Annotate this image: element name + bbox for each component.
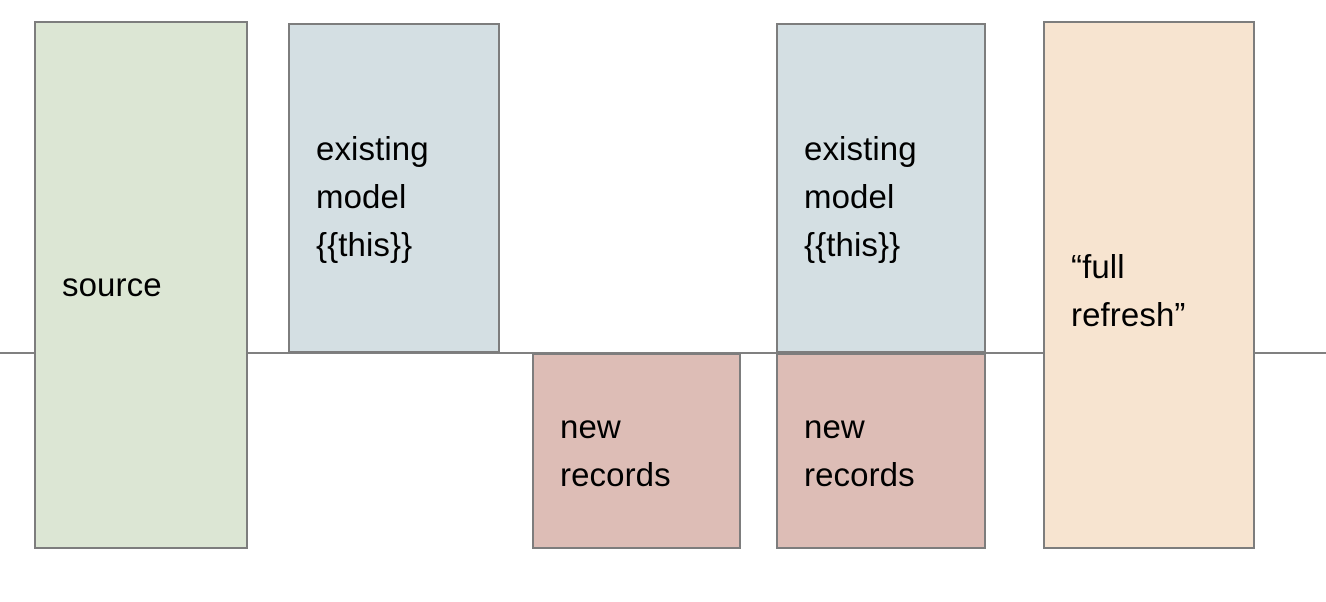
block-existing-model-2[interactable]: existing model {{this}} xyxy=(776,23,986,353)
block-new-records-1[interactable]: new records xyxy=(532,353,741,549)
block-source[interactable]: source xyxy=(34,21,248,549)
block-existing-model-1-label: existing model {{this}} xyxy=(316,130,429,263)
block-full-refresh-label: “full refresh” xyxy=(1071,248,1186,333)
block-new-records-1-label: new records xyxy=(560,408,671,493)
block-new-records-2-label: new records xyxy=(804,408,915,493)
block-source-label: source xyxy=(62,266,162,303)
block-new-records-2[interactable]: new records xyxy=(776,353,986,549)
block-existing-model-1[interactable]: existing model {{this}} xyxy=(288,23,500,353)
block-existing-model-2-label: existing model {{this}} xyxy=(804,130,917,263)
block-full-refresh[interactable]: “full refresh” xyxy=(1043,21,1255,549)
